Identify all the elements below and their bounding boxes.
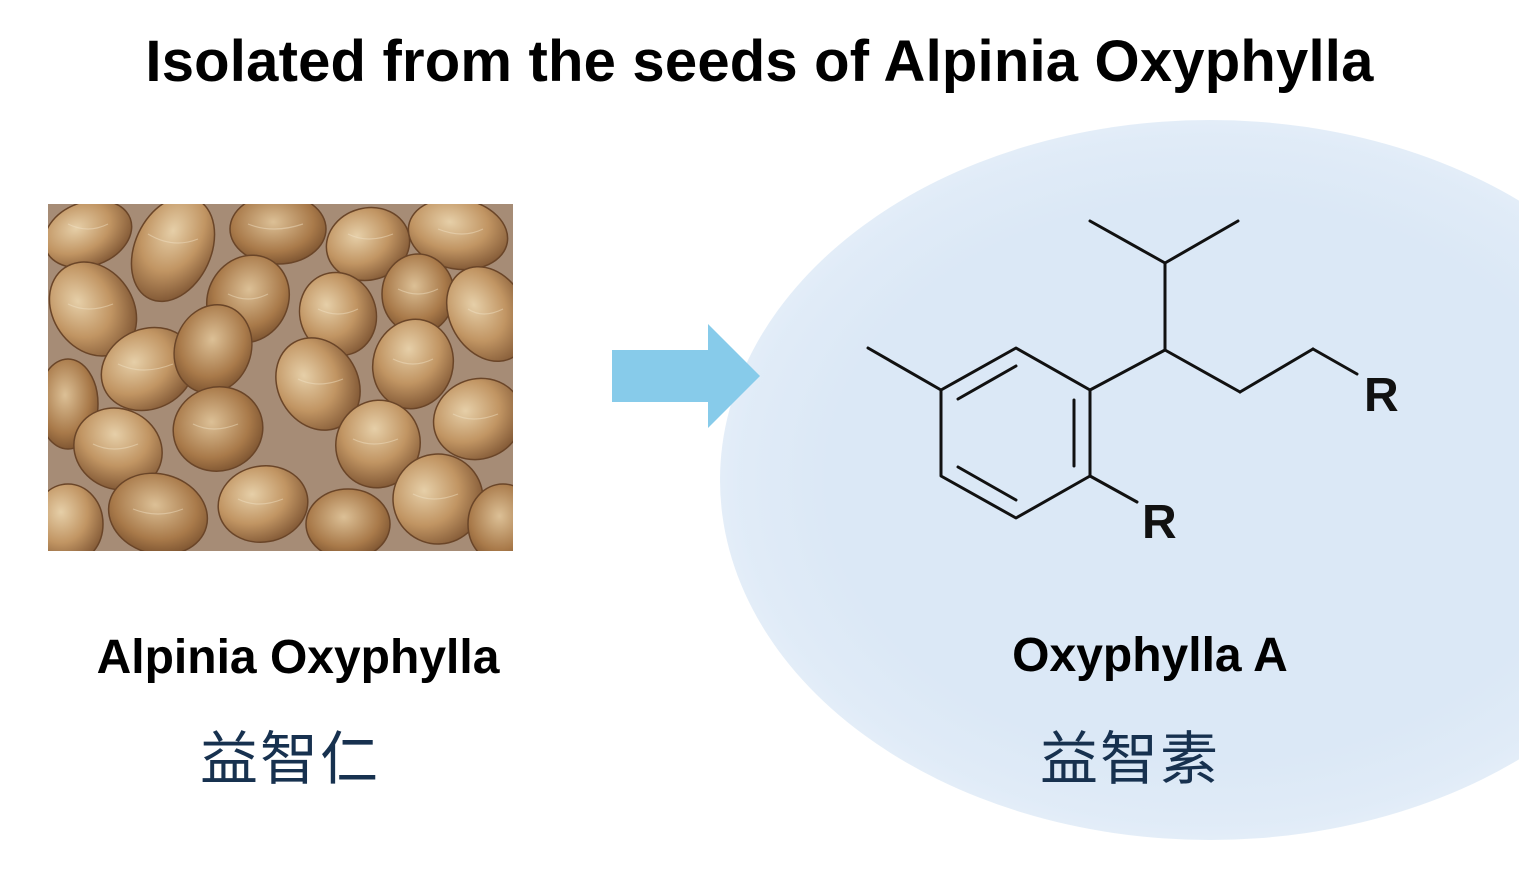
source-label-en: Alpinia Oxyphylla [96, 631, 500, 684]
product-label-zh: 益智素 [1039, 725, 1220, 793]
product-label-en: Oxyphylla A [1012, 629, 1288, 682]
page-title: Isolated from the seeds of Alpinia Oxyph… [145, 29, 1374, 94]
right-arrow-icon [612, 324, 760, 428]
seeds-photo [48, 204, 513, 551]
source-label-zh: 益智仁 [199, 725, 380, 793]
